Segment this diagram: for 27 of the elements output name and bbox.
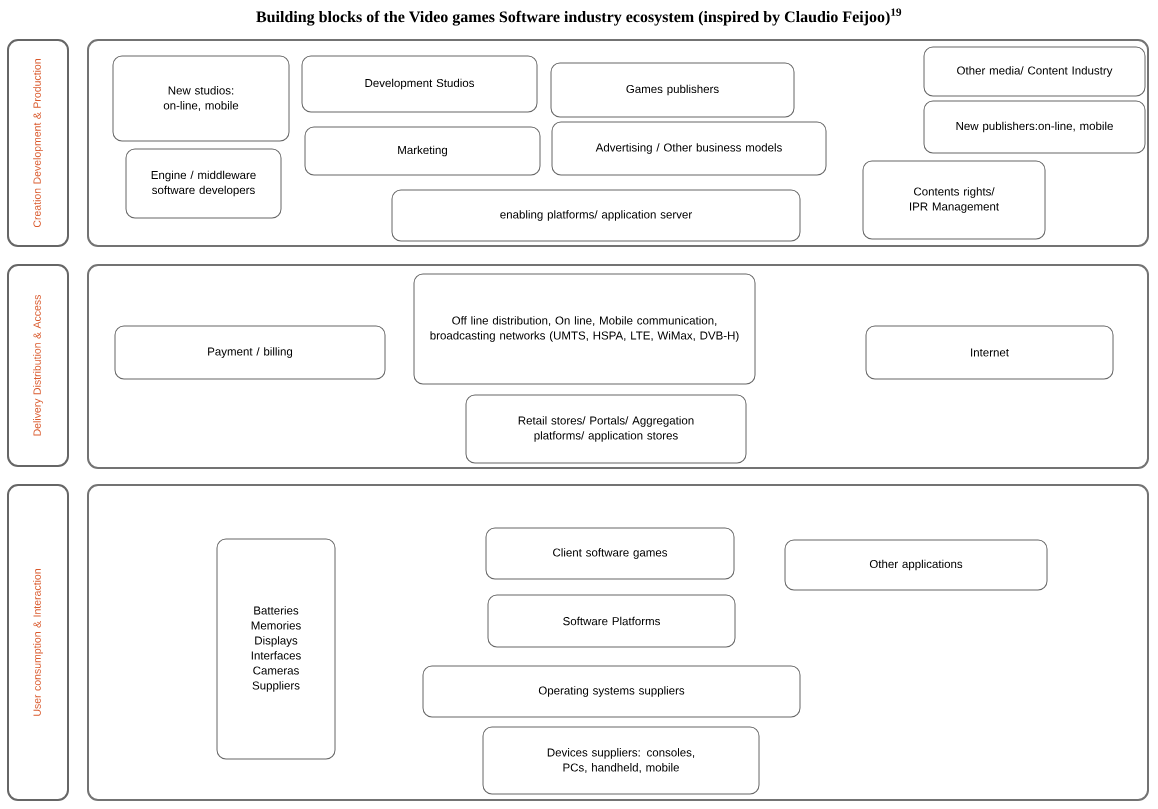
title: Building blocks of the Video games Software industry ecosystem (inspired by Claudio Feijoo)$^{19}$ [256,8,902,26]
component-box: Internet [865,325,1114,380]
component-box: Games publishers [550,62,795,118]
component-box: Retail stores/ Portals/ Aggregation platforms/ application stores [465,394,747,464]
component-box: Software Platforms [487,594,736,648]
layer-label-box: Creation Development & Production [7,39,69,247]
component-box: Development Studios [301,55,538,113]
layer-panel [87,264,1149,469]
layer-panel [87,484,1149,801]
component-box: Batteries Memories Displays Interfaces Cameras Suppliers [216,538,336,760]
layer-label-box: Delivery Distribution & Access [7,264,69,467]
layer-label-box: User consumption & Interaction [7,484,69,801]
component-box: Engine / middleware software developers [125,148,282,219]
component-box: Devices suppliers: consoles, PCs, handheld, mobile [482,726,760,795]
component-box: New studios: on-line, mobile [112,55,290,142]
component-box: Off line distribution, On line, Mobile communication, broadcasting networks (UMTS, HSPA, LTE, WiMax, DVB-H) [413,273,756,385]
component-box: Other media/ Content Industry [923,46,1146,97]
component-box: Other applications [784,539,1048,591]
component-box: enabling platforms/ application server [391,189,801,242]
component-box: Operating systems suppliers [422,665,801,718]
component-box: Marketing [304,126,541,176]
component-box: Client software games [485,527,735,580]
component-box: Contents rights/ IPR Management [862,160,1046,240]
component-box: Advertising / Other business models [551,121,827,176]
component-box: New publishers:on-line, mobile [923,100,1146,154]
layer-panel [87,39,1149,247]
component-box: Payment / billing [114,325,386,380]
